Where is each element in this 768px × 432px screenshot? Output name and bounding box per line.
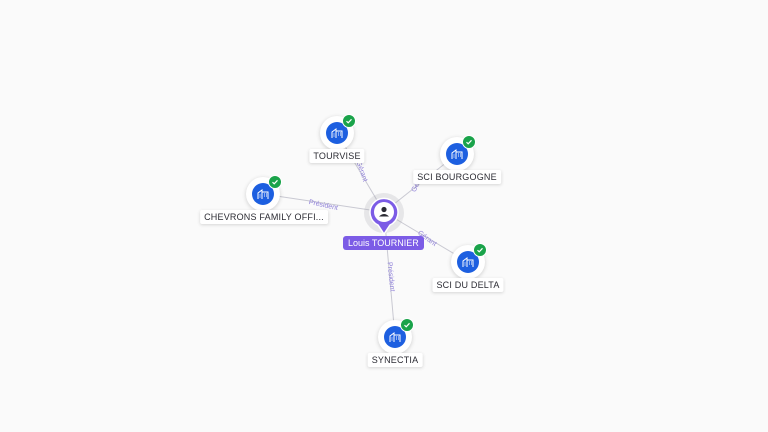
verified-check-icon — [400, 318, 414, 332]
company-node-tourvise[interactable] — [320, 114, 356, 150]
company-label-chevrons[interactable]: CHEVRONS FAMILY OFFI... — [200, 210, 328, 224]
edge-synectia — [383, 211, 396, 338]
building-icon — [457, 251, 479, 273]
company-label-synectia[interactable]: SYNECTIA — [367, 353, 423, 367]
edge-label-tourvise: Gérant — [354, 160, 368, 183]
company-node-sci-bourgogne[interactable] — [440, 135, 476, 171]
company-label-sci-du-delta[interactable]: SCI DU DELTA — [432, 278, 504, 292]
edge-label-synectia: Président — [385, 262, 395, 292]
building-icon — [252, 183, 274, 205]
verified-check-icon — [473, 243, 487, 257]
building-icon — [446, 143, 468, 165]
verified-check-icon — [268, 175, 282, 189]
building-icon — [384, 326, 406, 348]
edge-chevrons — [262, 193, 385, 213]
person-name-label[interactable]: Louis TOURNIER — [343, 236, 424, 250]
company-label-sci-bourgogne[interactable]: SCI BOURGOGNE — [413, 170, 501, 184]
verified-check-icon — [342, 114, 356, 128]
company-node-chevrons[interactable] — [246, 175, 282, 211]
verified-check-icon — [462, 135, 476, 149]
person-icon — [379, 206, 389, 217]
building-icon — [326, 122, 348, 144]
person-node[interactable] — [368, 197, 400, 235]
company-node-synectia[interactable] — [378, 318, 414, 354]
company-label-tourvise[interactable]: TOURVISE — [309, 149, 365, 163]
company-node-sci-du-delta[interactable] — [451, 243, 487, 279]
